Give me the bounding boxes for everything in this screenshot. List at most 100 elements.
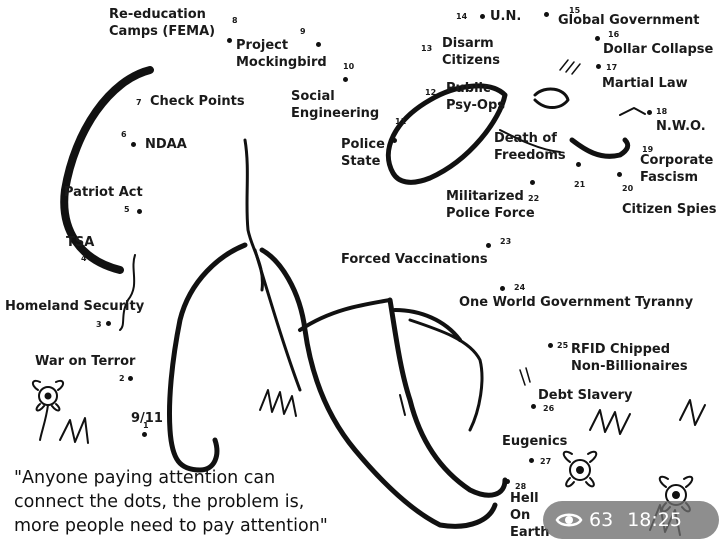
crack-tsa — [119, 254, 136, 331]
number-1: 1 — [143, 421, 149, 430]
number-3: 3 — [96, 320, 102, 329]
label-martial-law: Martial Law — [602, 76, 688, 91]
dot-9 — [316, 42, 321, 47]
label-corporate-fascism: Corporate Fascism — [640, 153, 714, 185]
grass-right — [589, 409, 631, 435]
number-25: 25 — [557, 341, 569, 350]
label-un: U.N. — [490, 9, 522, 24]
number-15: 15 — [569, 6, 581, 15]
number-13: 13 — [421, 44, 433, 53]
label-global-government: Global Government — [558, 13, 700, 28]
dot-1 — [142, 432, 147, 437]
dot-8 — [227, 38, 232, 43]
dot-17 — [596, 64, 601, 69]
dot-4 — [91, 256, 96, 261]
label-eugenics: Eugenics — [502, 434, 568, 449]
label-patriot-act: Patriot Act — [64, 185, 143, 200]
flower-right-1 — [562, 450, 598, 488]
mark-near-martial — [559, 59, 581, 75]
label-police-state: Police State — [341, 137, 385, 169]
back-arc — [60, 66, 154, 274]
tusk-shape — [385, 83, 508, 185]
number-24: 24 — [514, 283, 526, 292]
label-war-on-terror: War on Terror — [35, 354, 136, 369]
right-leg — [387, 297, 508, 498]
label-homeland-security: Homeland Security — [5, 299, 145, 314]
label-militarized-police: Militarized Police Force — [446, 189, 535, 221]
mark-nwo-line — [619, 107, 646, 116]
eye-shape — [533, 87, 570, 109]
number-8: 8 — [232, 16, 238, 25]
duration-time: 18:25 — [627, 509, 682, 531]
dot-5 — [137, 209, 142, 214]
label-dollar-collapse: Dollar Collapse — [603, 42, 714, 57]
label-re-education-camps: Re-education Camps (FEMA) — [109, 7, 216, 39]
back-leg-inner — [253, 248, 302, 392]
label-project-mockingbird: Project Mockingbird — [236, 38, 327, 70]
number-14: 14 — [456, 12, 468, 21]
number-4: 4 — [81, 254, 87, 263]
dot-27 — [529, 458, 534, 463]
number-16: 16 — [608, 30, 620, 39]
number-19: 19 — [642, 145, 654, 154]
number-23: 23 — [500, 237, 512, 246]
label-check-points: Check Points — [150, 94, 245, 109]
label-disarm-citizens: Disarm Citizens — [442, 36, 501, 68]
view-count: 63 — [589, 509, 614, 531]
number-17: 17 — [606, 63, 618, 72]
number-2: 2 — [119, 374, 125, 383]
dot-23 — [486, 243, 491, 248]
dot-21 — [576, 162, 581, 167]
dot-25 — [548, 343, 553, 348]
number-7: 7 — [136, 98, 142, 107]
quote-text: "Anyone paying attention can connect the… — [14, 468, 328, 536]
label-one-world-government: One World Government Tyranny — [459, 295, 694, 310]
dot-26 — [531, 404, 536, 409]
mouth-line — [569, 137, 631, 159]
face-line — [499, 129, 561, 153]
dot-20 — [617, 172, 622, 177]
label-rfid-chipped: RFID Chipped Non-Billionaires — [571, 342, 688, 374]
grass-left — [59, 417, 89, 444]
label-ndaa: NDAA — [145, 137, 187, 152]
video-overlay-badge: 63 18:25 — [543, 501, 719, 539]
number-28: 28 — [515, 482, 527, 491]
eye-icon — [555, 513, 583, 527]
label-social-engineering: Social Engineering — [291, 89, 380, 121]
label-citizen-spies: Citizen Spies — [622, 202, 717, 217]
number-9: 9 — [300, 27, 306, 36]
right-leg-front — [393, 308, 462, 342]
number-11: 11 — [395, 117, 407, 126]
label-death-of-freedoms: Death of Freedoms — [494, 131, 566, 163]
right-leg-inner — [408, 318, 484, 432]
label-nine-eleven: 9/11 — [131, 411, 163, 426]
dot-24 — [500, 286, 505, 291]
belly-curve — [298, 298, 392, 332]
number-6: 6 — [121, 130, 127, 139]
number-26: 26 — [543, 404, 555, 413]
dot-14 — [480, 14, 485, 19]
dot-18 — [647, 110, 652, 115]
dot-2 — [128, 376, 133, 381]
number-12: 12 — [425, 88, 437, 97]
knee-mark — [399, 392, 413, 416]
number-20: 20 — [622, 184, 634, 193]
number-18: 18 — [656, 107, 668, 116]
number-27: 27 — [540, 457, 552, 466]
grass-far-right — [679, 399, 706, 426]
dot-15 — [544, 12, 549, 17]
label-tsa: TSA — [66, 235, 95, 250]
mark-rfid — [519, 367, 531, 386]
dot-10 — [343, 77, 348, 82]
grass-mid — [259, 389, 297, 417]
number-5: 5 — [124, 205, 130, 214]
label-debt-slavery: Debt Slavery — [538, 388, 633, 403]
front-leg-left — [166, 242, 248, 473]
label-public-psy-ops: Public Psy-Ops — [446, 81, 506, 113]
flower-left — [32, 379, 64, 441]
dot-28 — [505, 479, 510, 484]
label-forced-vaccinations: Forced Vaccinations — [341, 252, 488, 267]
dot-3 — [106, 321, 111, 326]
